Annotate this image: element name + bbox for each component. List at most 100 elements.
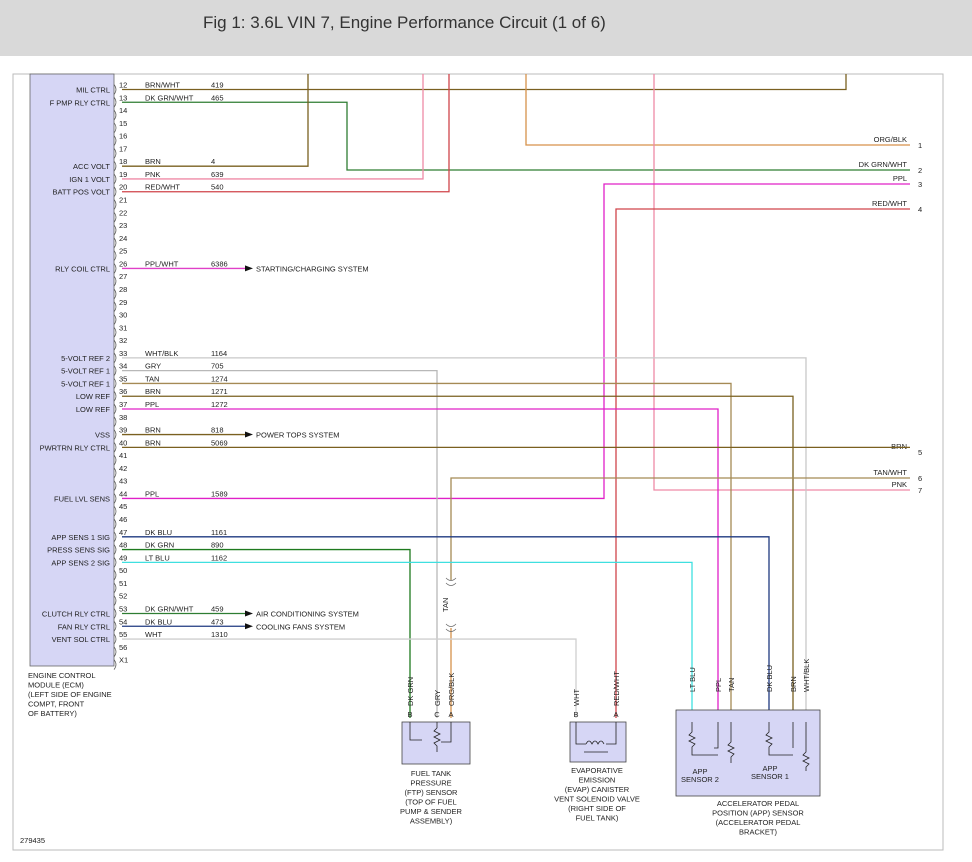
wire-color-label: DK BLU — [145, 617, 172, 626]
ecm-pin-number: 16 — [119, 132, 127, 141]
evap-pin-letter: A — [613, 710, 618, 719]
app-name-label: ACCELERATOR PEDAL — [717, 799, 799, 808]
ecm-pin-bracket — [113, 531, 117, 543]
right-connector-number: 2 — [918, 166, 922, 175]
ecm-pin-bracket — [113, 454, 117, 466]
ecm-pin-number: 30 — [119, 311, 127, 320]
ecm-pin-bracket — [113, 148, 117, 159]
wire-ppl-1589 — [122, 183, 910, 500]
wire-color-label: RED/WHT — [145, 183, 180, 192]
ftp-sensor-box — [401, 721, 471, 765]
ecm-pin-number: 34 — [119, 362, 127, 371]
evap-name-label: (EVAP) CANISTER — [565, 785, 630, 794]
ecm-pin-number: 22 — [119, 208, 127, 217]
right-connector-number: 3 — [918, 180, 922, 189]
ecm-pin-number: 29 — [119, 298, 127, 307]
wire-brn-4 — [122, 74, 309, 167]
wire-circuit-number: 1271 — [211, 387, 228, 396]
wire-color-label: PPL/WHT — [145, 259, 179, 268]
ecm-pin-bracket — [113, 288, 117, 300]
ecm-pin-number: 27 — [119, 272, 127, 281]
ecm-pin-label: LOW REF — [76, 392, 111, 401]
wire-color-label: WHT/BLK — [145, 349, 178, 358]
ecm-pin-bracket — [113, 352, 117, 364]
app-sensor-symbol — [688, 722, 810, 771]
right-wire-color-label: BRN — [891, 442, 907, 451]
ecm-pin-number: 45 — [119, 502, 127, 511]
ecm-pin-bracket — [113, 301, 117, 312]
wire-circuit-number: 4 — [211, 157, 215, 166]
ecm-pin-number: 31 — [119, 323, 127, 332]
wire-pnk-right — [653, 74, 910, 491]
figure-header: Fig 1: 3.6L VIN 7, Engine Performance Ci… — [0, 0, 972, 56]
right-wire-color-label: DK GRN/WHT — [859, 160, 908, 169]
app-wire-color-label: DK BLU — [765, 665, 774, 692]
ftp-pin-letter: C — [434, 710, 440, 719]
ecm-pin-number: 26 — [119, 259, 127, 268]
ecm-pin-bracket — [113, 109, 117, 121]
ecm-pin-number: 32 — [119, 336, 127, 345]
ecm-pin-bracket — [113, 250, 117, 261]
ecm-pin-number: 41 — [119, 451, 127, 460]
ecm-pin-bracket — [113, 646, 117, 658]
ecm-pin-bracket — [113, 378, 117, 389]
right-connector-number: 7 — [918, 486, 922, 495]
wire-circuit-number: 1274 — [211, 374, 228, 383]
ecm-pin-number: 53 — [119, 604, 127, 613]
ecm-pin-bracket — [113, 314, 117, 325]
ecm-pin-number: 18 — [119, 157, 127, 166]
ecm-pin-label: 5-VOLT REF 2 — [61, 354, 110, 363]
ecm-pin-bracket — [113, 160, 117, 172]
app-sensor2-label: APP — [692, 767, 707, 776]
right-connector-number: 5 — [918, 448, 922, 457]
ecm-pin-bracket — [113, 97, 117, 108]
ftp-name-label: PRESSURE — [410, 779, 451, 788]
ecm-pin-label: RLY COIL CTRL — [55, 264, 110, 273]
ecm-pin-bracket — [113, 659, 117, 670]
ftp-wire-color-label: DK GRN — [406, 677, 415, 706]
ecm-pin-label: VSS — [95, 431, 110, 440]
ftp-name-label: FUEL TANK — [411, 769, 451, 778]
system-arrow-label: AIR CONDITIONING SYSTEM — [256, 609, 359, 618]
ecm-pin-bracket — [113, 186, 117, 197]
ecm-pin-number: 25 — [119, 247, 127, 256]
ecm-pin-number: 43 — [119, 477, 127, 486]
ecm-pin-label: FUEL LVL SENS — [54, 494, 110, 503]
ecm-pin-label: FAN RLY CTRL — [58, 622, 110, 631]
ecm-pin-label: F PMP RLY CTRL — [50, 98, 110, 107]
figure-border — [12, 73, 944, 851]
ecm-pin-bracket — [113, 506, 117, 517]
ecm-pin-number: 38 — [119, 413, 127, 422]
ecm-pin-bracket — [113, 275, 117, 287]
evap-wire-color-label: WHT — [572, 689, 581, 706]
wire-dk-grn-wht-465 — [122, 101, 910, 171]
wire-color-label: BRN — [145, 387, 161, 396]
app-wire-color-label: WHT/BLK — [802, 659, 811, 692]
ecm-pin-label: CLUTCH RLY CTRL — [42, 609, 110, 618]
evap-name-label: (RIGHT SIDE OF — [568, 804, 626, 813]
ecm-pin-bracket — [113, 416, 117, 427]
ecm-pin-bracket — [113, 365, 117, 376]
ecm-pin-number: X1 — [119, 656, 128, 665]
ecm-pin-bracket — [113, 429, 117, 440]
wire-circuit-number: 459 — [211, 604, 224, 613]
arrow-head — [245, 610, 253, 617]
app-name-label: BRACKET) — [739, 828, 777, 837]
evap-name-label: EMISSION — [579, 776, 616, 785]
ftp-wire-color-label: ORG/BLK — [447, 673, 456, 706]
ftp-pin-letter: B — [407, 710, 412, 719]
ecm-pin-number: 50 — [119, 566, 127, 575]
ecm-pin-number: 42 — [119, 464, 127, 473]
wire-color-label: LT BLU — [145, 553, 170, 562]
figure-title: Fig 1: 3.6L VIN 7, Engine Performance Ci… — [203, 13, 606, 32]
ecm-pin-label: BATT POS VOLT — [52, 188, 110, 197]
wire-circuit-number: 1162 — [211, 553, 227, 562]
ecm-module — [29, 73, 115, 667]
ecm-pin-number: 35 — [119, 374, 127, 383]
evap-solenoid-symbol — [575, 722, 617, 753]
ecm-pin-number: 56 — [119, 643, 127, 652]
system-arrow-label: POWER TOPS SYSTEM — [256, 431, 340, 440]
wire-color-label: PPL — [145, 400, 159, 409]
ecm-pin-bracket — [113, 621, 117, 632]
